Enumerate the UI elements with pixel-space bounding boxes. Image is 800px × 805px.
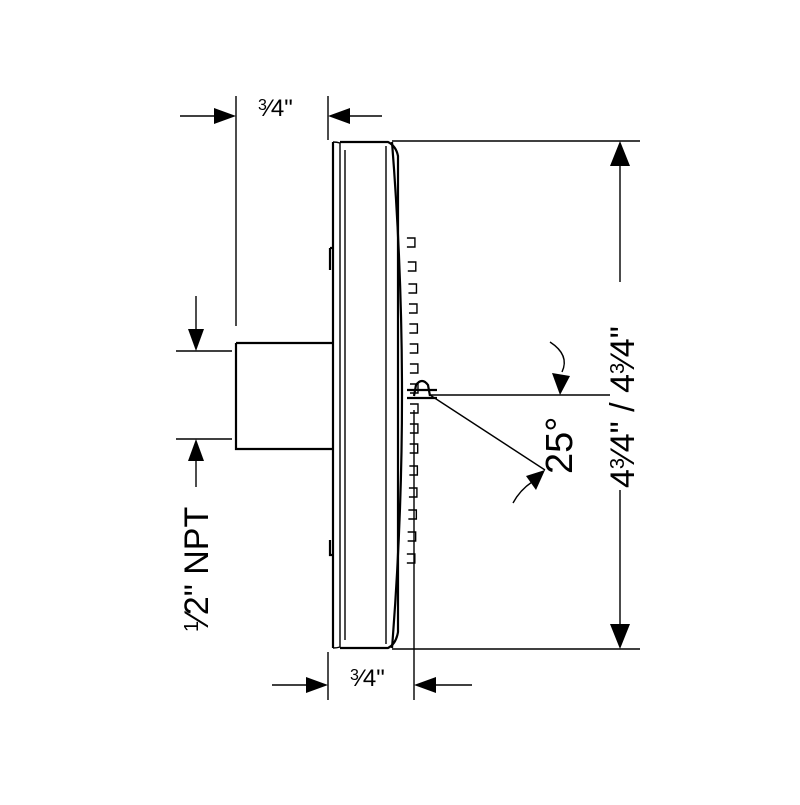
pipe-stub xyxy=(234,341,333,451)
nozzle xyxy=(407,261,417,272)
nozzle xyxy=(407,531,417,542)
angle-dimension: 25° xyxy=(429,341,610,504)
arrow-up-icon xyxy=(188,439,204,461)
nozzle xyxy=(409,323,419,334)
arrow-down-icon xyxy=(610,624,630,649)
nozzle xyxy=(408,487,418,498)
top-width-label: 3⁄4" xyxy=(258,95,293,122)
nozzle xyxy=(408,509,418,520)
connection-dimension: 1⁄2" NPT xyxy=(176,296,232,632)
nozzle xyxy=(408,283,418,294)
arrow-up-icon xyxy=(526,470,545,490)
angle-arc-bottom xyxy=(512,481,533,504)
disc-outline xyxy=(340,140,400,650)
spray-nozzles xyxy=(406,237,419,564)
pipe-connection xyxy=(234,341,333,451)
pivot-ring xyxy=(407,388,437,400)
nozzle xyxy=(406,237,416,248)
arrow-down-icon xyxy=(552,373,570,395)
mount-boss-bottom xyxy=(328,540,333,557)
arrow-right-icon xyxy=(214,108,236,124)
arrow-right-icon xyxy=(306,677,328,693)
arrow-left-icon xyxy=(414,677,436,693)
spray-face-curve xyxy=(390,141,404,649)
angle-label: 25° xyxy=(539,417,581,474)
connection-label: 1⁄2" NPT xyxy=(178,507,216,632)
bottom-depth-dimension: 3⁄4" xyxy=(272,410,472,700)
angle-arc-top xyxy=(549,341,565,373)
nozzle xyxy=(408,303,418,314)
center-pivot-knob xyxy=(412,379,432,397)
arrow-down-icon xyxy=(188,329,204,351)
arrow-left-icon xyxy=(328,108,350,124)
height-dimension: 43⁄4" / 43⁄4" xyxy=(392,140,642,650)
angle-tilt-line xyxy=(429,394,546,471)
height-label: 43⁄4" / 43⁄4" xyxy=(604,326,642,488)
back-plate-rim xyxy=(332,141,341,649)
arrow-up-icon xyxy=(610,141,630,166)
bottom-depth-label: 3⁄4" xyxy=(350,665,385,692)
shower-head-body xyxy=(328,140,437,650)
mount-boss-top xyxy=(328,246,333,270)
top-width-dimension: 3⁄4" xyxy=(180,95,382,326)
nozzle xyxy=(409,363,419,374)
nozzle xyxy=(409,343,419,354)
nozzle xyxy=(406,553,416,564)
